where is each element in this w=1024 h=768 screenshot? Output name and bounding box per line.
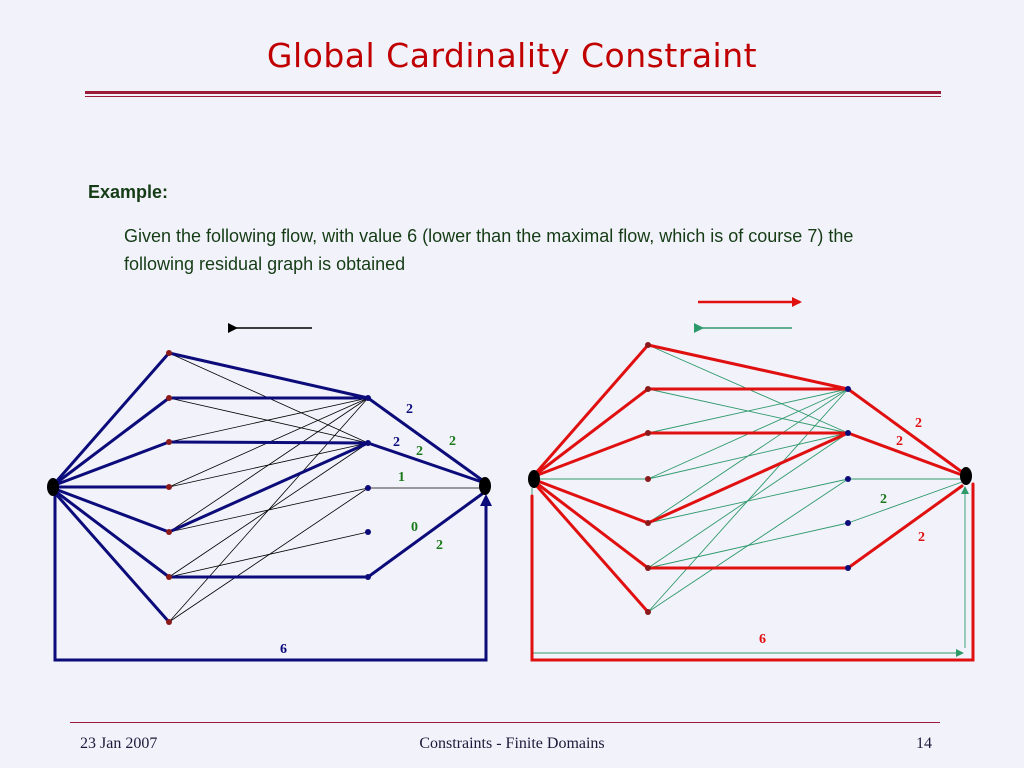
footer-divider [70,722,940,723]
left-label-4: 2 [449,434,456,449]
right-residual-graph: 2 2 2 2 6 [528,342,975,662]
right-label-1: 2 [915,416,922,431]
left-label-6: 0 [411,520,418,535]
title-divider [85,91,941,94]
right-label-3: 2 [880,492,887,507]
footer-date: 23 Jan 2007 [80,735,158,752]
left-label-8: 6 [280,642,287,657]
left-label-3: 2 [416,444,423,459]
footer-page-number: 14 [916,735,932,752]
left-flow-graph: 2 2 1 0 6 2 2 2 [47,350,492,662]
footer-course-title: Constraints - Finite Domains [419,735,605,752]
left-sink-node [479,477,491,495]
left-label-2: 2 [393,435,400,450]
left-label-1: 2 [406,402,413,417]
title-divider-thin [85,96,941,97]
example-heading: Example: [88,182,169,202]
right-label-2: 2 [896,434,903,449]
example-description: Given the following flow, with value 6 (… [124,226,854,274]
left-label-7: 2 [436,538,443,553]
right-sink-node [960,467,972,485]
right-source-node [528,470,540,488]
left-source-node [47,478,59,496]
page-title: Global Cardinality Constraint [266,36,758,75]
left-label-5: 1 [398,470,405,485]
right-label-4: 2 [918,530,925,545]
right-label-5: 6 [759,632,766,647]
